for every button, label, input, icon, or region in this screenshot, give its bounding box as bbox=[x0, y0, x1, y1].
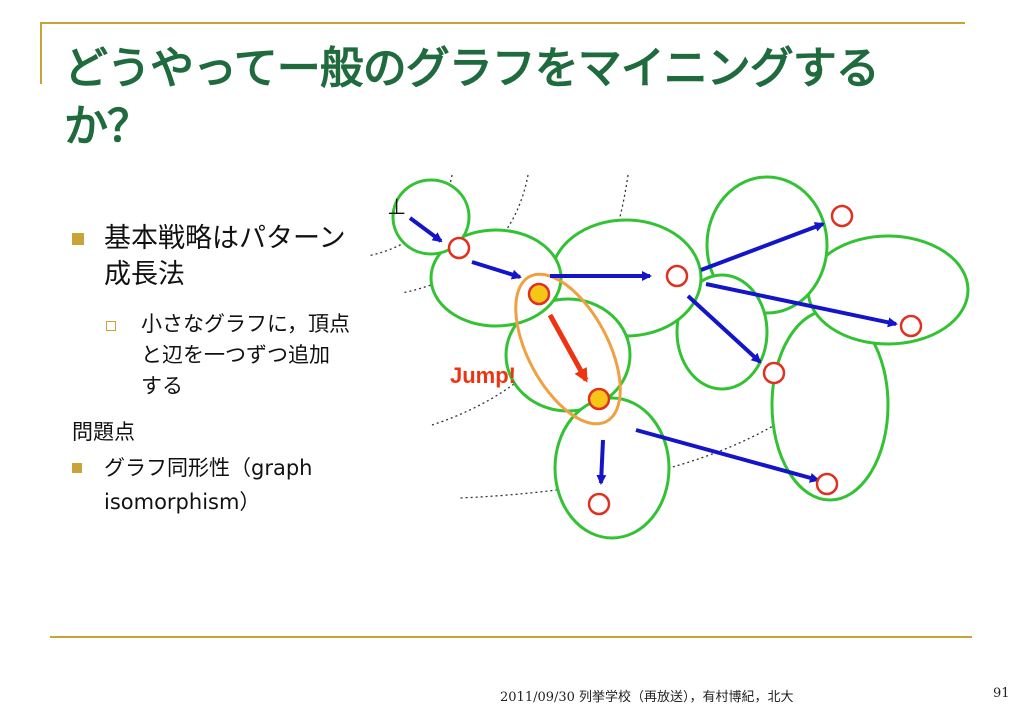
tree-node-ellipse bbox=[675, 273, 769, 391]
pattern-vertex bbox=[762, 361, 786, 385]
jump-arrow bbox=[547, 313, 589, 383]
sub-bullet-line2: と辺を一つずつ追加 bbox=[141, 343, 330, 367]
growth-arrow bbox=[686, 294, 762, 364]
bullet-marker bbox=[72, 463, 82, 473]
pattern-vertex bbox=[815, 472, 839, 496]
highlighted-vertex bbox=[527, 282, 551, 306]
bullet-marker bbox=[72, 233, 84, 245]
bullet-strategy-line2: 成長法 bbox=[104, 259, 185, 290]
pattern-vertex bbox=[447, 236, 471, 260]
top-rule bbox=[40, 22, 965, 24]
tree-node-ellipse bbox=[391, 178, 471, 256]
page-number: 91 bbox=[993, 686, 1010, 701]
left-rule bbox=[40, 22, 42, 84]
sub-bullet-line1: 小さなグラフに，頂点 bbox=[141, 312, 350, 336]
bullet-isomorphism-line2: isomorphism） bbox=[104, 490, 261, 514]
growth-arrow bbox=[635, 428, 820, 483]
growth-arrow bbox=[705, 282, 898, 328]
footer-text: 2011/09/30 列挙学校（再放送），有村博紀，北大 bbox=[500, 690, 794, 705]
pattern-vertex bbox=[587, 492, 611, 516]
jump-label: Jump! bbox=[450, 363, 516, 388]
tree-node-ellipse bbox=[806, 234, 970, 346]
sub-bullet-marker bbox=[106, 321, 116, 331]
growth-arrow bbox=[596, 439, 607, 485]
highlighted-vertex bbox=[587, 387, 611, 411]
root-label: ⊥ bbox=[387, 195, 406, 220]
slide-title: どうやってー般のグラフをマイニングするか？ bbox=[64, 43, 880, 152]
jump-highlight-ellipse bbox=[514, 272, 622, 426]
pattern-vertex bbox=[830, 204, 854, 228]
bottom-rule bbox=[50, 636, 972, 638]
sub-bullet-line3: する bbox=[141, 374, 183, 398]
pattern-vertex bbox=[899, 314, 923, 338]
problem-heading: 問題点 bbox=[72, 420, 135, 444]
bullet-isomorphism-line1: グラフ同形性（graph bbox=[104, 456, 313, 480]
growth-arrow bbox=[471, 260, 522, 280]
growth-arrow bbox=[408, 216, 443, 243]
pattern-vertex bbox=[665, 264, 689, 288]
growth-arrow bbox=[700, 222, 825, 272]
level-boundary bbox=[431, 174, 629, 426]
bullet-strategy-line1: 基本戦略はパターン bbox=[104, 223, 346, 254]
